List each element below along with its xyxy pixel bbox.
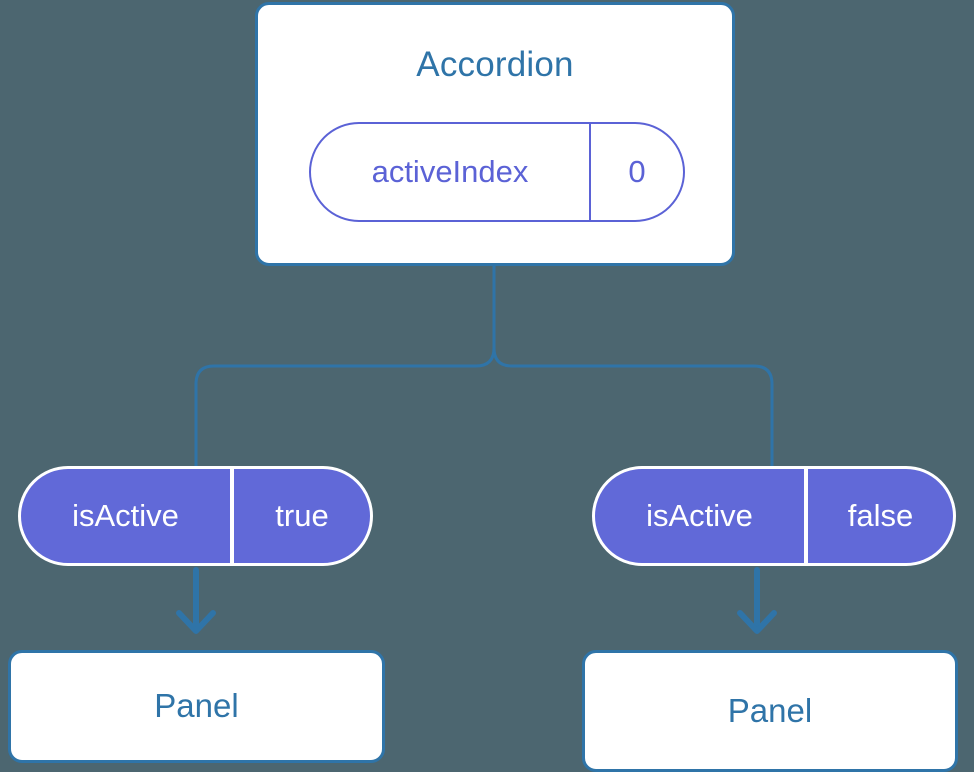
isactive-false-prop-pill[interactable]: isActive false [592, 466, 956, 566]
isactive-true-prop-value: true [275, 498, 329, 533]
isactive-false-prop-value: false [847, 498, 914, 533]
panel-component-card-right[interactable]: Panel [582, 650, 958, 772]
isactive-true-prop-pill[interactable]: isActive true [18, 466, 373, 566]
panel-title-right: Panel [727, 691, 813, 729]
connector-left-branch [194, 266, 496, 466]
activeindex-prop-key: activeIndex [311, 124, 591, 220]
isactive-true-prop-key: isActive [21, 469, 234, 563]
arrow-right-panel [737, 567, 777, 634]
activeindex-prop-value: 0 [628, 154, 646, 189]
connector-right-branch [492, 266, 774, 466]
panel-title-left: Panel [154, 687, 239, 724]
panel-component-card-left[interactable]: Panel [8, 650, 385, 763]
accordion-title: Accordion [416, 45, 574, 84]
activeindex-prop-pill[interactable]: activeIndex 0 [309, 122, 685, 222]
accordion-component-card[interactable]: Accordion activeIndex 0 [255, 2, 735, 266]
isactive-false-prop-key: isActive [595, 469, 808, 563]
arrow-left-panel [176, 567, 216, 634]
